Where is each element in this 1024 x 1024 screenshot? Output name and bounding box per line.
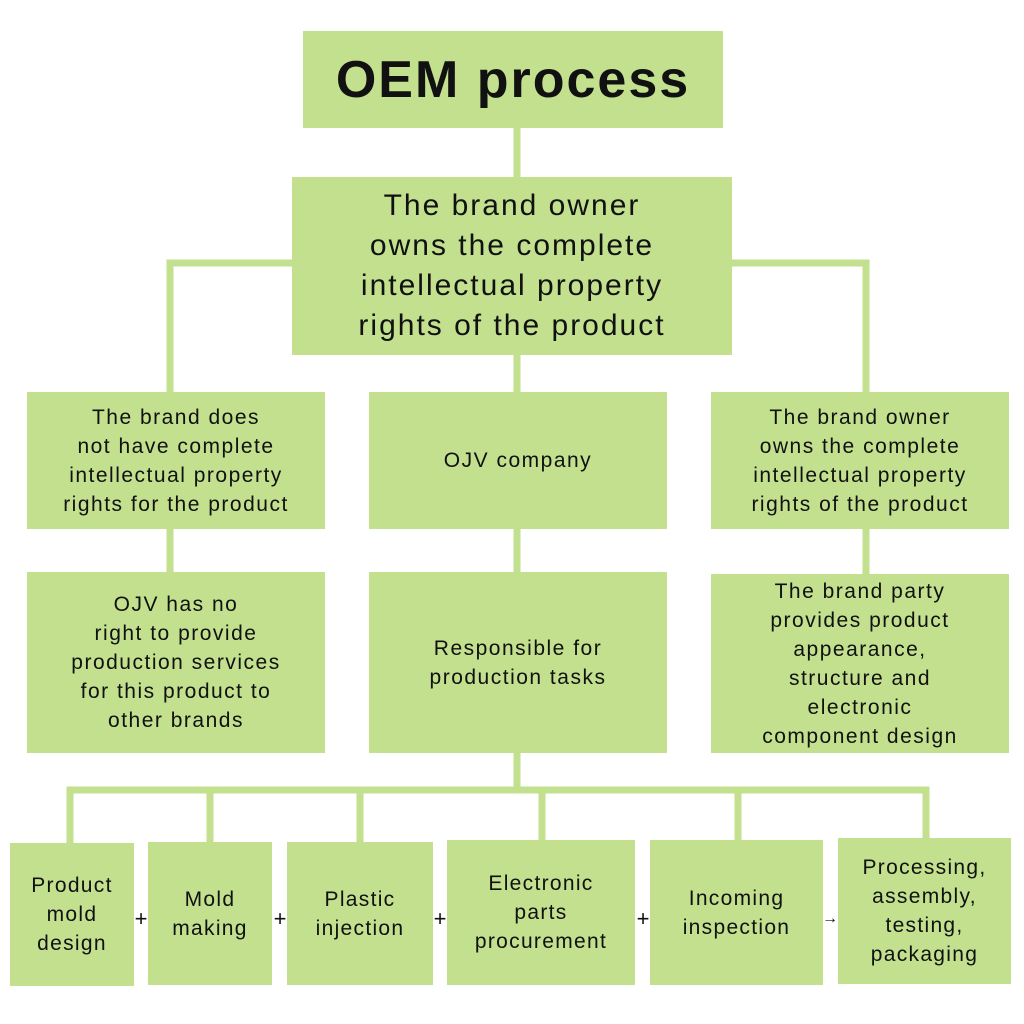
root-box: The brand owner owns the complete intell… <box>292 177 732 355</box>
step-label-4: Electronic parts procurement <box>474 872 608 953</box>
step-box-2: Mold making <box>148 842 272 985</box>
connector-root-right <box>728 259 870 396</box>
title-box: OEM process <box>303 31 723 128</box>
branch-right-detail: The brand party provides product appeara… <box>711 574 1009 753</box>
step-label-3: Plastic injection <box>315 887 405 940</box>
branch-center-head: OJV company <box>369 392 667 529</box>
step-label-6: Processing, assembly, testing, packaging <box>862 856 987 966</box>
branch-left-head-text: The brand does not have complete intelle… <box>63 405 289 516</box>
branch-left-head: The brand does not have complete intelle… <box>27 392 325 529</box>
branch-left-detail-text: OJV has no right to provide production s… <box>71 593 281 732</box>
branch-center-detail-text: Responsible for production tasks <box>429 636 607 689</box>
plus-icon: + <box>134 906 148 931</box>
branch-right-head: The brand owner owns the complete intell… <box>711 392 1009 529</box>
step-box-3: Plastic injection <box>287 842 433 985</box>
step-box-1: Product mold design <box>10 843 134 986</box>
branch-center-detail: Responsible for production tasks <box>369 572 667 753</box>
step-box-6: Processing, assembly, testing, packaging <box>838 838 1011 984</box>
branch-left-detail: OJV has no right to provide production s… <box>27 572 325 753</box>
arrow-right-icon: → <box>822 910 838 927</box>
connector-root-left <box>166 259 296 396</box>
branch-center-head-text: OJV company <box>443 449 593 472</box>
step-box-5: Incoming inspection <box>650 840 823 985</box>
step-box-4: Electronic parts procurement <box>447 840 635 985</box>
step-label-5: Incoming inspection <box>682 886 791 939</box>
plus-icon: + <box>273 906 287 931</box>
root-text: The brand owner owns the complete intell… <box>358 189 666 342</box>
branch-right-detail-text: The brand party provides product appeara… <box>762 579 958 748</box>
branch-right-head-text: The brand owner owns the complete intell… <box>751 405 969 516</box>
step-label-1: Product mold design <box>31 874 113 955</box>
step-label-2: Mold making <box>172 887 248 940</box>
plus-icon: + <box>636 906 650 931</box>
diagram-title: OEM process <box>335 50 691 109</box>
plus-icon: + <box>433 906 447 931</box>
